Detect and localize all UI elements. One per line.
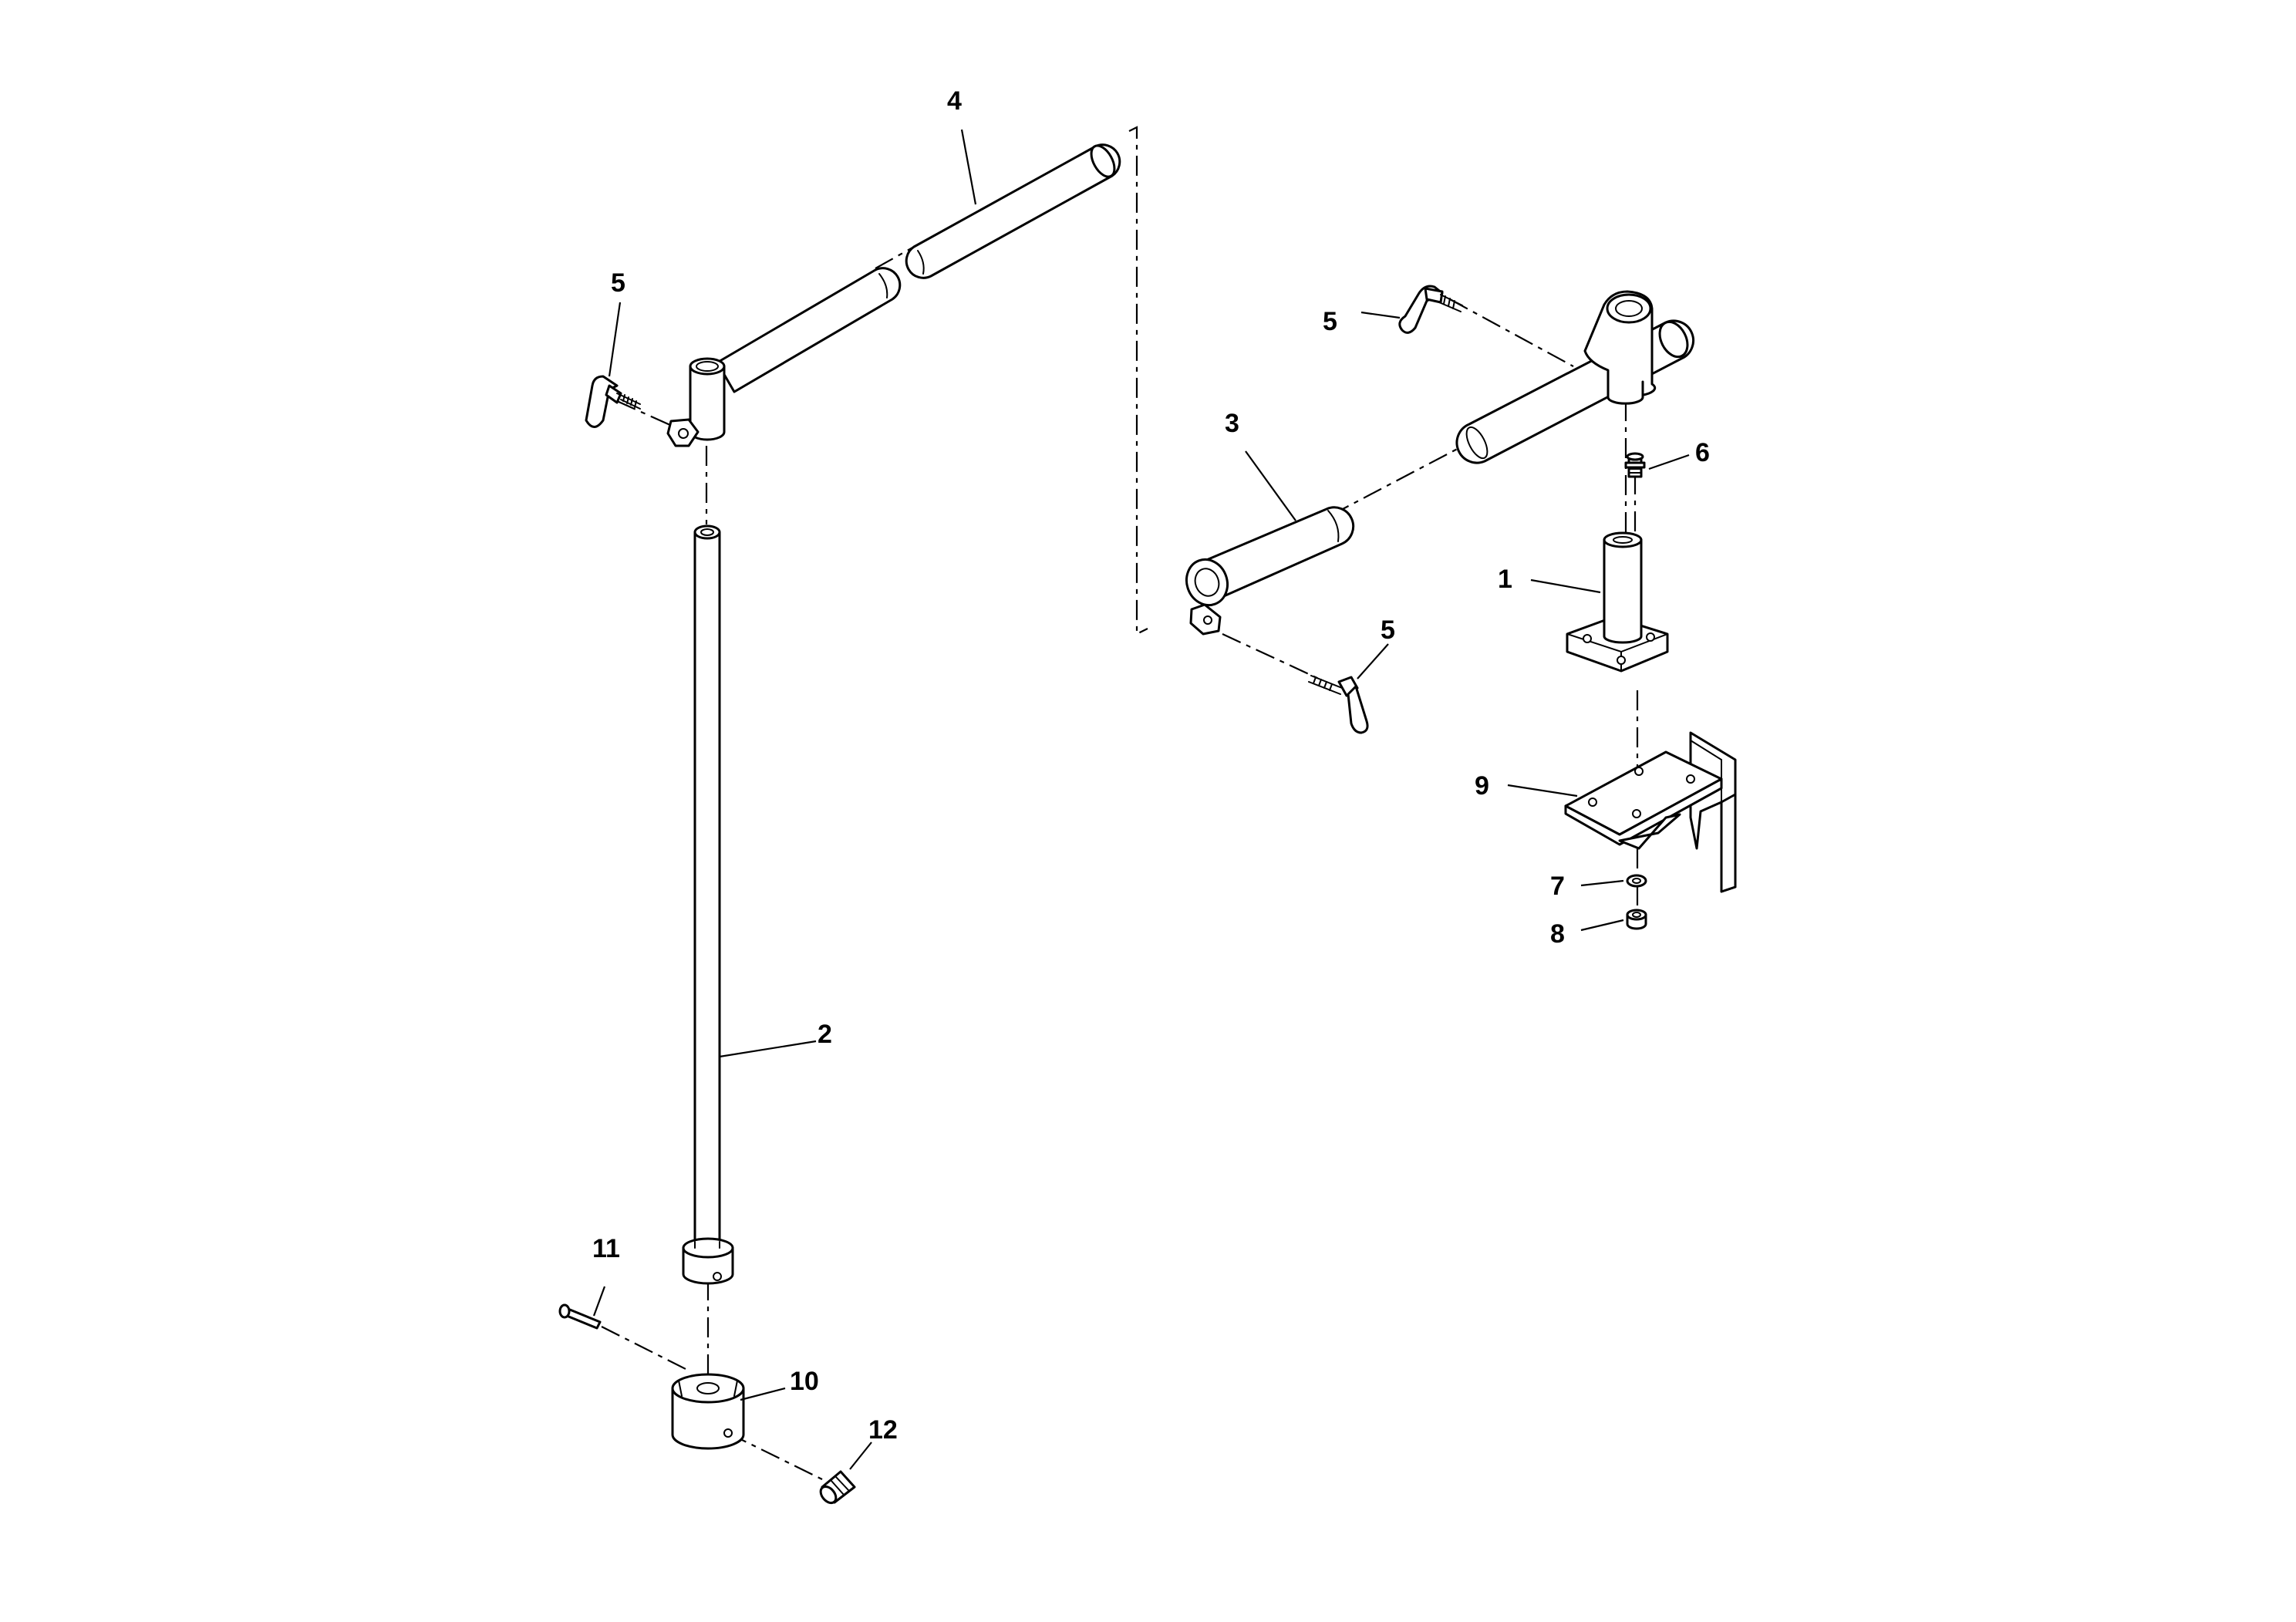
callout-7: 7 [1550,872,1565,901]
callout-11: 11 [592,1234,620,1263]
callout-9: 9 [1475,771,1489,801]
callout-labels: 4 5 5 3 6 1 5 9 7 8 2 11 10 12 [592,86,1710,1445]
part-10-base [671,1373,786,1450]
callout-4: 4 [947,86,962,116]
callout-8: 8 [1550,919,1565,949]
callout-2: 2 [818,1020,832,1049]
part-2-long-pole [682,524,817,1285]
part-5-lever-top-right [1360,285,1463,334]
callout-12: 12 [868,1415,898,1445]
callout-6: 6 [1695,438,1710,467]
part-1-post [1530,531,1669,673]
part-12-set-screw [819,1442,872,1505]
callout-5-lower-right: 5 [1381,615,1395,645]
callout-10: 10 [790,1367,819,1396]
part-3-tube-arm [1185,450,1355,636]
callout-1: 1 [1498,565,1512,594]
callout-3: 3 [1225,409,1239,438]
callout-5-top-right: 5 [1323,307,1337,336]
part-8-nut [1580,909,1647,932]
part-4-tube-arm [666,129,1121,447]
part-5-lever-lower-right [1308,643,1389,734]
part-6-bolt [1624,452,1690,478]
part-11-pin [558,1286,606,1330]
assembly-center-lines [601,126,1639,1482]
callout-5-left: 5 [611,268,625,298]
part-5-lever-left [585,302,641,428]
part-upper-right-tube-clamp [1455,290,1694,464]
part-9-bracket [1507,731,1737,893]
part-7-washer [1580,874,1647,888]
